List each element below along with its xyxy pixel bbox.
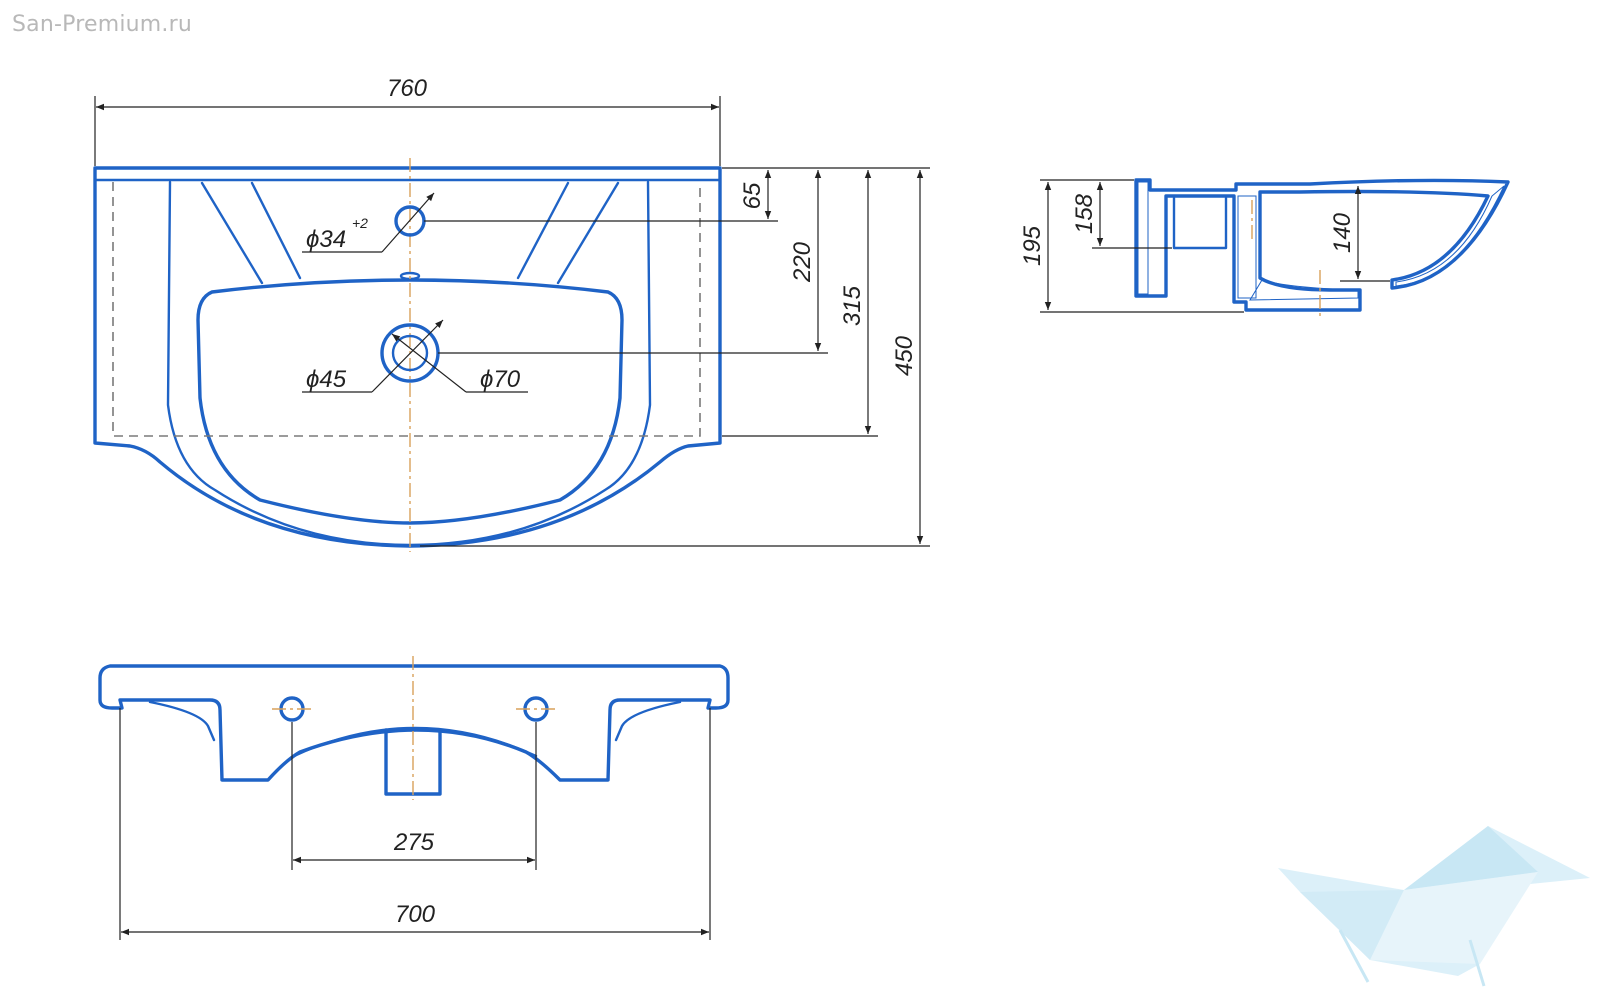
dim-tap-offset-text: 65: [739, 182, 766, 209]
rib-right: [516, 181, 620, 285]
dim-total-depth-text: 450: [891, 335, 918, 376]
basin-outline: [93, 166, 722, 548]
bottom-view: 275 700: [98, 656, 730, 940]
watermark-text: San-Premium.ru: [12, 12, 193, 37]
dim-side-bowl-text: 140: [1329, 212, 1356, 253]
drain-inner-dia-text: ϕ45: [306, 366, 347, 393]
tap-hole-tol-text: +2: [352, 215, 368, 231]
dim-drain-offset-text: 220: [789, 241, 816, 283]
bowl-inner-wall-right: [408, 180, 652, 547]
side-section-outline: [1134, 178, 1510, 312]
side-section-hatch: [1137, 181, 1505, 301]
drain-outer-dia-text: ϕ70: [480, 366, 521, 393]
bowl-inner-wall: [166, 180, 412, 547]
rib-left: [200, 181, 302, 285]
bottom-bowl-curve: [292, 726, 538, 758]
bottom-inner-left: [148, 700, 216, 742]
top-view: 760 65 220 315 450 ϕ34 +2 ϕ45 ϕ70: [93, 75, 930, 552]
dim-rim-depth-text: 315: [839, 285, 866, 326]
bowl-outline: [196, 278, 624, 525]
dim-side-height-text: 195: [1019, 225, 1046, 266]
tap-hole-dia-text: ϕ34: [306, 226, 346, 253]
dim-side-rim-text: 158: [1071, 193, 1098, 234]
drain-inner: [391, 334, 429, 372]
dim-cabinet-width-text: 700: [395, 901, 436, 928]
bathtub-logo-icon: [1278, 826, 1590, 987]
hidden-edge: [112, 182, 701, 437]
side-inner-outline: [1172, 196, 1228, 250]
dim-width-text: 760: [387, 75, 428, 102]
bottom-inner-right: [614, 700, 682, 742]
bottom-outline: [98, 664, 730, 782]
side-view: 195 158 140: [1019, 178, 1510, 320]
dim-mount-spacing-text: 275: [393, 829, 435, 856]
